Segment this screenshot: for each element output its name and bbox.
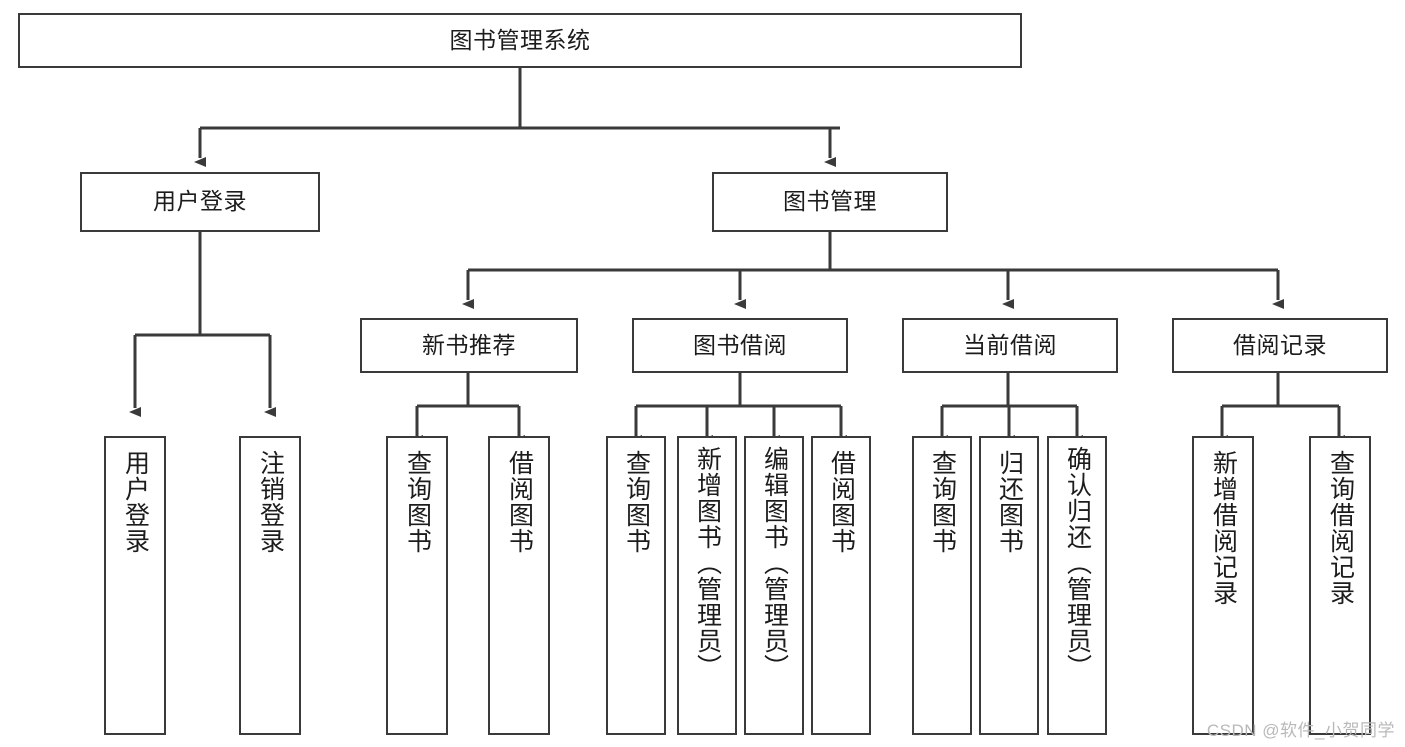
node-label: 图书管理系统 xyxy=(449,26,591,53)
node-root-book-management-system[interactable]: 图书管理系统 xyxy=(18,13,1022,68)
leaf-query-book-current[interactable]: 查询图书 xyxy=(912,436,972,735)
node-label: 查询图书 xyxy=(403,450,432,554)
leaf-return-book[interactable]: 归还图书 xyxy=(979,436,1039,735)
leaf-edit-book-admin[interactable]: 编辑图书（管理员） xyxy=(744,436,804,735)
node-borrow-record[interactable]: 借阅记录 xyxy=(1172,318,1388,373)
node-book-borrow[interactable]: 图书借阅 xyxy=(632,318,848,373)
leaf-add-book-admin[interactable]: 新增图书（管理员） xyxy=(677,436,737,735)
leaf-query-book-recommend[interactable]: 查询图书 xyxy=(386,436,448,735)
node-label: 新书推荐 xyxy=(422,331,516,358)
leaf-user-login[interactable]: 用户登录 xyxy=(104,436,166,735)
node-new-book-recommend[interactable]: 新书推荐 xyxy=(360,318,578,373)
node-current-borrow[interactable]: 当前借阅 xyxy=(902,318,1118,373)
node-label: 用户登录 xyxy=(153,188,247,215)
leaf-borrow-book[interactable]: 借阅图书 xyxy=(811,436,871,735)
leaf-confirm-return-admin[interactable]: 确认归还（管理员） xyxy=(1047,436,1107,735)
node-label: 查询借阅记录 xyxy=(1326,450,1355,606)
leaf-query-borrow-record[interactable]: 查询借阅记录 xyxy=(1309,436,1371,735)
node-label: 新增借阅记录 xyxy=(1209,450,1238,606)
node-label: 编辑图书（管理员） xyxy=(760,446,789,680)
node-label: 借阅记录 xyxy=(1233,331,1327,358)
node-label: 用户登录 xyxy=(121,450,150,554)
node-label: 图书管理 xyxy=(783,188,877,215)
node-label: 注销登录 xyxy=(256,450,285,554)
leaf-query-book-borrow[interactable]: 查询图书 xyxy=(606,436,666,735)
node-label: 图书借阅 xyxy=(693,331,787,358)
node-label: 归还图书 xyxy=(995,450,1024,554)
node-label: 借阅图书 xyxy=(827,450,856,554)
node-user-login[interactable]: 用户登录 xyxy=(80,172,320,232)
leaf-borrow-book-recommend[interactable]: 借阅图书 xyxy=(488,436,550,735)
node-label: 确认归还（管理员） xyxy=(1063,446,1092,680)
node-label: 查询图书 xyxy=(622,450,651,554)
node-label: 借阅图书 xyxy=(505,450,534,554)
node-label: 新增图书（管理员） xyxy=(693,446,722,680)
node-label: 当前借阅 xyxy=(963,331,1057,358)
leaf-logout[interactable]: 注销登录 xyxy=(239,436,301,735)
node-book-management[interactable]: 图书管理 xyxy=(712,172,948,232)
node-label: 查询图书 xyxy=(928,450,957,554)
leaf-add-borrow-record[interactable]: 新增借阅记录 xyxy=(1192,436,1254,735)
